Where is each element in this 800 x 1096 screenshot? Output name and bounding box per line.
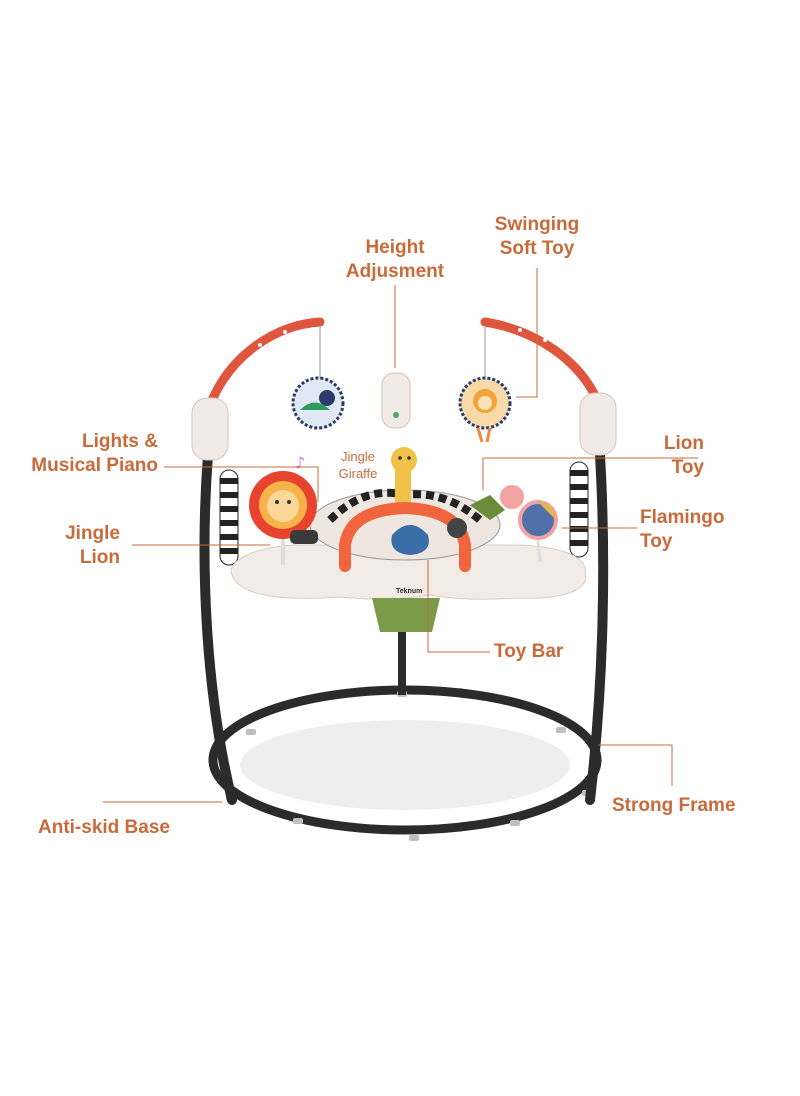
- label-height-adjustment: Height Adjusment: [345, 237, 445, 282]
- seat: [372, 598, 440, 632]
- label-flamingo-toy: Flamingo Toy: [640, 507, 725, 552]
- music-note-icon: ♪: [295, 453, 305, 472]
- left-spring: [219, 469, 239, 566]
- post-light: [393, 412, 399, 418]
- right-leg: [585, 450, 609, 805]
- left-leg: [199, 450, 237, 805]
- right-housing: [579, 392, 617, 456]
- label-toy-bar: Toy Bar: [494, 641, 564, 662]
- arch-holes: [258, 328, 547, 347]
- right-spring: [569, 461, 589, 558]
- floor-shadow: [240, 720, 570, 810]
- label-jingle-giraffe: Jingle Giraffe: [338, 449, 378, 481]
- center-pole: [398, 625, 406, 695]
- jingle-giraffe-toy: [391, 447, 417, 505]
- lion-toy: [470, 495, 505, 520]
- label-lion-toy: Lion Toy: [663, 433, 704, 478]
- right-arch: [480, 317, 603, 407]
- left-arch: [205, 317, 325, 410]
- label-swinging-soft-toy: Swinging Soft Toy: [494, 214, 580, 259]
- label-strong-frame: Strong Frame: [612, 795, 736, 816]
- blue-bird-toy: [391, 525, 429, 555]
- brand-logo: Teknum: [396, 588, 423, 595]
- jingle-lion-toy: [249, 471, 317, 565]
- label-anti-skid-base: Anti-skid Base: [38, 817, 170, 838]
- label-jingle-lion: Jingle Lion: [65, 523, 120, 568]
- leader-lines: [103, 268, 698, 803]
- left-housing: [191, 397, 229, 461]
- height-adjust-post: [381, 372, 411, 429]
- label-lights-musical-piano: Lights & Musical Piano: [31, 431, 158, 476]
- flamingo-toy: [500, 485, 558, 563]
